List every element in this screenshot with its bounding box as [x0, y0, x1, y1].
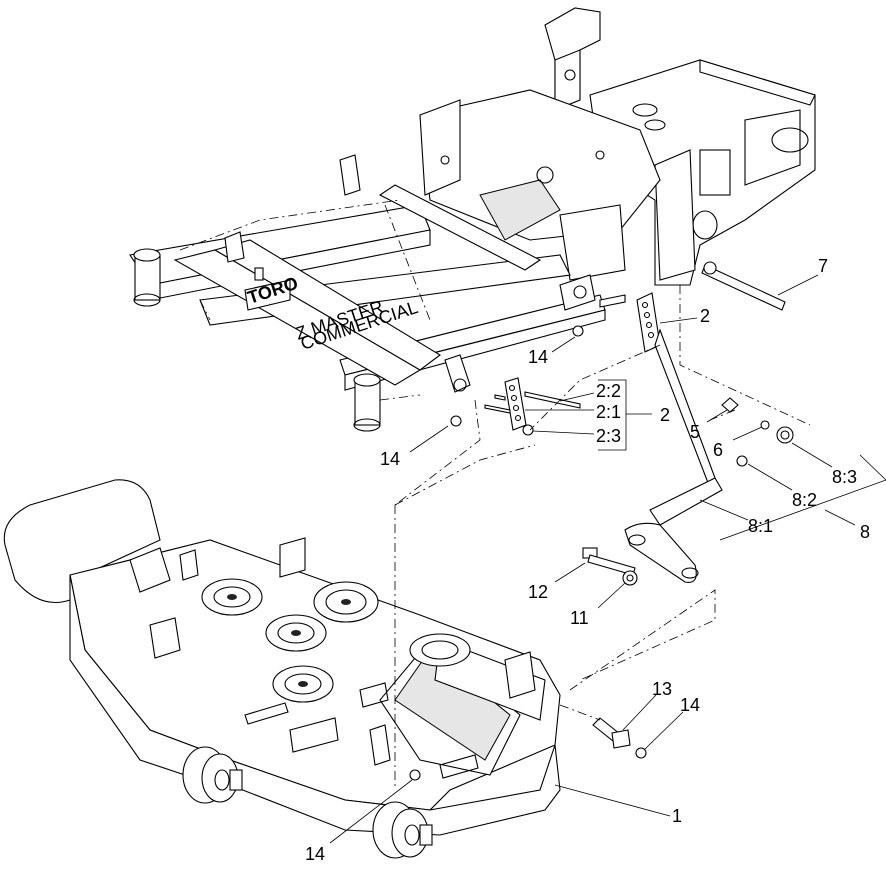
callout-8-2: 8:2	[792, 490, 817, 510]
callout-11: 11	[570, 608, 589, 628]
front-caster-post-right	[353, 373, 381, 432]
callout-2-2: 2:2	[596, 381, 621, 401]
callout-8: 8	[860, 522, 870, 542]
callout-8-1: 8:1	[748, 516, 773, 536]
locknut-14-c	[635, 747, 647, 759]
callout-5: 5	[690, 422, 700, 442]
callout-2-1: 2:1	[596, 402, 621, 422]
bolt-7	[701, 261, 786, 311]
pulley-1	[201, 578, 263, 616]
front-hanger-bracket	[484, 377, 581, 436]
assembly-lines	[394, 285, 811, 506]
traction-unit-frame	[129, 7, 816, 432]
callout-12: 12	[528, 582, 548, 602]
callout-labels: 7 2 14 2:2 2:1 2 2:3 14 5 6 8:3 8:2 8:1 …	[305, 256, 870, 864]
rear-hanger-bracket	[599, 292, 661, 353]
mower-deck	[3, 444, 716, 836]
callout-8-3: 8:3	[832, 467, 857, 487]
locknut-14-a	[572, 325, 584, 337]
callout-2-group: 2	[660, 405, 670, 425]
pulley-2	[313, 581, 379, 623]
bolt-12	[582, 547, 636, 576]
pulley-3	[265, 614, 327, 652]
spacer-11	[622, 570, 638, 586]
callout-2-top: 2	[700, 306, 710, 326]
locknut-14-d	[409, 769, 421, 781]
pulley-5	[409, 633, 471, 667]
caster-wheel-left	[182, 746, 243, 804]
callout-14-a: 14	[528, 347, 548, 367]
callout-14-d: 14	[305, 844, 325, 864]
callout-1: 1	[672, 806, 682, 826]
bolt-13	[592, 717, 631, 749]
callout-14-c: 14	[680, 695, 700, 715]
front-caster-post-left	[133, 248, 161, 307]
pulley-4	[272, 665, 334, 703]
callout-13: 13	[652, 679, 672, 699]
callout-7: 7	[818, 256, 828, 276]
locknut-14-b	[450, 415, 462, 427]
callout-2-3: 2:3	[596, 426, 621, 446]
callout-14-b: 14	[380, 449, 400, 469]
callout-6: 6	[713, 440, 723, 460]
callout-leaders	[329, 274, 886, 844]
caster-wheel-right	[372, 801, 433, 859]
pivot-arm-assembly	[624, 328, 794, 583]
